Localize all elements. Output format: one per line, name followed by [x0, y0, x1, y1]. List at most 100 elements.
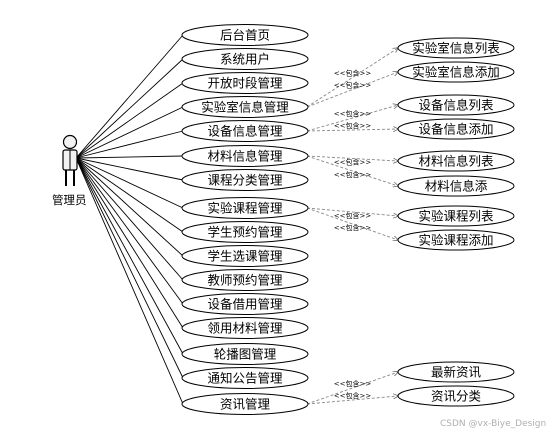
sub-use-case-s1: 实验室信息列表 — [397, 37, 515, 59]
use-case-label: 实验课程管理 — [207, 201, 283, 216]
sub-use-case-ellipse — [397, 205, 515, 227]
use-case-label: 领用材料管理 — [207, 321, 283, 336]
sub-use-case-label: 实验室信息添加 — [412, 65, 500, 80]
use-case-label: 后台首页 — [220, 28, 270, 43]
sub-use-case-label: 材料信息列表 — [418, 154, 494, 169]
use-case-ellipse — [181, 72, 309, 94]
use-case-uc8: 实验课程管理 — [181, 197, 309, 219]
association-line — [75, 157, 184, 379]
association-line — [75, 155, 184, 159]
sub-use-case-ellipse — [397, 385, 515, 407]
actor-label: 管理员 — [52, 193, 87, 207]
use-case-label: 资讯管理 — [220, 397, 271, 412]
use-case-uc12: 设备借用管理 — [181, 293, 309, 315]
include-label: <<包含>> — [334, 391, 372, 400]
use-case-uc15: 通知公告管理 — [181, 367, 309, 389]
use-case-label: 通知公告管理 — [207, 371, 283, 386]
sub-use-case-label: 实验课程列表 — [418, 209, 494, 224]
use-case-ellipse — [181, 367, 309, 389]
use-case-label: 轮播图管理 — [214, 347, 277, 362]
use-case-column: 后台首页系统用户开放时段管理实验室信息管理设备信息管理材料信息管理课程分类管理实… — [181, 24, 309, 415]
include-label: <<包含>> — [334, 81, 372, 90]
use-case-label: 教师预约管理 — [207, 273, 283, 288]
association-line — [75, 157, 184, 257]
association-line — [75, 157, 184, 355]
sub-use-case-label: 设备信息添加 — [418, 122, 493, 137]
include-relations: <<包含>> <<包含>> <<包含>> <<包含>> <<包含>> <<包含>> <<包含… — [306, 48, 398, 405]
include-label: <<包含>> — [334, 379, 372, 388]
association-line — [75, 157, 184, 181]
use-case-ellipse — [181, 96, 309, 118]
association-line — [75, 106, 184, 159]
use-case-ellipse — [181, 269, 309, 291]
include-arrow — [306, 129, 398, 131]
use-case-uc16: 资讯管理 — [181, 393, 309, 415]
sub-use-case-label: 最新资讯 — [431, 365, 482, 380]
sub-use-case-ellipse — [397, 229, 515, 251]
use-case-ellipse — [181, 120, 309, 142]
association-line — [75, 130, 184, 159]
actor-association-lines — [75, 34, 184, 405]
use-case-ellipse — [181, 317, 309, 339]
use-case-uc3: 开放时段管理 — [181, 72, 309, 94]
use-case-uc4: 实验室信息管理 — [181, 96, 309, 118]
watermark: CSDN @vx-Biye_Design — [440, 419, 546, 429]
association-line — [75, 157, 184, 233]
use-case-uc1: 后台首页 — [181, 24, 309, 46]
include-arrow — [306, 155, 398, 161]
sub-use-case-column: 实验室信息列表实验室信息添加设备信息列表设备信息添加材料信息列表材料信息添实验课… — [397, 37, 515, 407]
include-arrow — [306, 72, 398, 108]
include-label: <<包含>> — [334, 158, 372, 167]
association-line — [75, 157, 184, 329]
sub-use-case-label: 实验课程添加 — [418, 233, 493, 248]
use-case-ellipse — [181, 145, 309, 167]
sub-use-case-s7: 实验课程列表 — [397, 205, 515, 227]
include-label: <<包含>> — [334, 170, 372, 179]
include-label: <<包含>> — [334, 223, 372, 232]
use-case-ellipse — [181, 197, 309, 219]
use-case-ellipse — [181, 24, 309, 46]
use-case-uc5: 设备信息管理 — [181, 120, 309, 142]
association-line — [75, 157, 184, 209]
include-label: <<包含>> — [334, 69, 372, 78]
sub-use-case-s3: 设备信息列表 — [397, 94, 515, 116]
association-line — [75, 157, 184, 405]
use-case-label: 系统用户 — [220, 52, 270, 67]
sub-use-case-ellipse — [397, 61, 515, 83]
include-label: <<包含>> — [334, 109, 372, 118]
sub-use-case-ellipse — [397, 361, 515, 383]
sub-use-case-s8: 实验课程添加 — [397, 229, 515, 251]
use-case-label: 设备借用管理 — [207, 297, 283, 312]
sub-use-case-label: 资讯分类 — [431, 389, 482, 404]
include-arrow — [306, 155, 398, 186]
sub-use-case-ellipse — [397, 118, 515, 140]
use-case-uc6: 材料信息管理 — [181, 145, 309, 167]
use-case-uc7: 课程分类管理 — [181, 169, 309, 191]
association-line — [75, 157, 184, 281]
use-case-label: 实验室信息管理 — [201, 100, 289, 115]
use-case-ellipse — [181, 393, 309, 415]
actor-icon — [62, 134, 78, 186]
sub-use-case-s10: 资讯分类 — [397, 385, 515, 407]
include-arrow — [306, 207, 398, 240]
sub-use-case-label: 设备信息列表 — [418, 98, 494, 113]
use-case-ellipse — [181, 343, 309, 365]
include-arrow — [306, 207, 398, 216]
include-arrow — [306, 396, 398, 405]
use-case-label: 材料信息管理 — [207, 149, 283, 164]
association-line — [75, 34, 184, 159]
use-case-label: 开放时段管理 — [207, 76, 283, 91]
include-arrow — [306, 48, 398, 108]
use-case-ellipse — [181, 221, 309, 243]
sub-use-case-s6: 材料信息添 — [397, 175, 515, 197]
association-line — [75, 82, 184, 159]
use-case-ellipse — [181, 293, 309, 315]
use-case-ellipse — [181, 169, 309, 191]
sub-use-case-s9: 最新资讯 — [397, 361, 515, 383]
use-case-uc11: 教师预约管理 — [181, 269, 309, 291]
sub-use-case-s4: 设备信息添加 — [397, 118, 515, 140]
use-case-uc10: 学生选课管理 — [181, 245, 309, 267]
sub-use-case-s2: 实验室信息添加 — [397, 61, 515, 83]
include-label: <<包含>> — [334, 211, 372, 220]
